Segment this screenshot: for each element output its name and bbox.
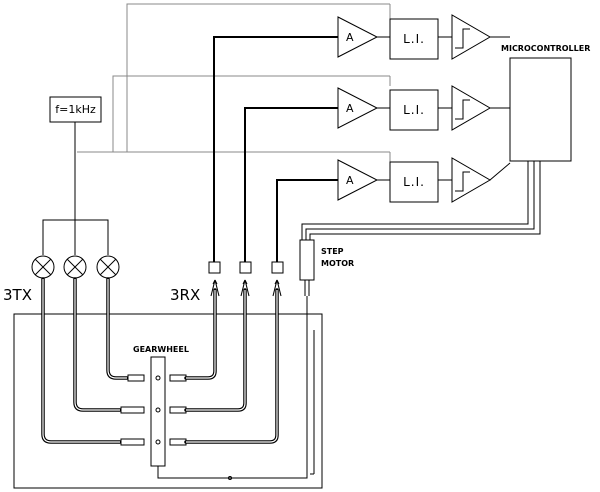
- lockin-1: [389, 18, 439, 60]
- tx-ferrules: [120, 374, 145, 446]
- tx-led-2: [63, 255, 87, 279]
- microcontroller-label: MICROCONTROLLER: [501, 44, 590, 53]
- svg-text:L.I.: L.I.: [403, 175, 425, 189]
- comparator-2: [451, 85, 491, 131]
- channel-3: A L.I.: [337, 157, 511, 203]
- svg-text:A: A: [346, 102, 354, 115]
- channel-1: A L.I.: [337, 14, 510, 60]
- tx-fibres: [41, 277, 129, 444]
- svg-text:A: A: [346, 31, 354, 44]
- oscillator-label: f=1kHz: [55, 103, 96, 116]
- tx-led-1: [31, 255, 55, 279]
- step-motor-label-2: MOTOR: [321, 259, 354, 268]
- svg-text:A: A: [346, 174, 354, 187]
- rx-fibres: [184, 288, 279, 444]
- amplifier-2: [337, 87, 379, 129]
- step-motor: [299, 239, 315, 281]
- rx-detector-1: [208, 261, 221, 297]
- comparator-3: [451, 157, 491, 203]
- oscillator-box: [49, 96, 102, 123]
- tx-label: 3TX: [3, 286, 32, 304]
- microcontroller-box: [509, 57, 572, 162]
- rx-detector-2: [239, 261, 252, 297]
- amplifier-3: [337, 159, 379, 201]
- comparator-1: [451, 14, 491, 60]
- svg-text:L.I.: L.I.: [403, 32, 425, 46]
- lockin-3: [389, 161, 439, 203]
- lockin-2: [389, 89, 439, 131]
- drive-belt: [157, 296, 308, 479]
- gearwheel-label: GEARWHEEL: [133, 345, 189, 354]
- amplifier-1: [337, 16, 379, 58]
- channel-2: A L.I.: [337, 85, 510, 131]
- step-motor-label-1: STEP: [321, 247, 344, 256]
- tx-led-3: [96, 255, 120, 279]
- svg-text:L.I.: L.I.: [403, 103, 425, 117]
- rx-label: 3RX: [170, 286, 200, 304]
- enclosure: [13, 313, 323, 489]
- rx-ferrules: [169, 374, 187, 446]
